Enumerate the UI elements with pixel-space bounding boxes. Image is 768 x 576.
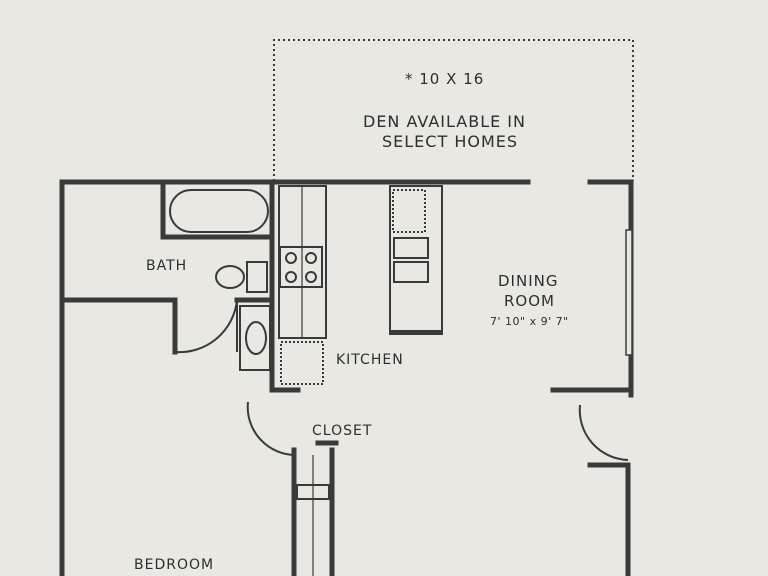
kitchen-label: KITCHEN [336,352,404,368]
dining-room-size: 7' 10" x 9' 7" [490,315,569,328]
range [279,246,323,288]
bedroom-label: BEDROOM [134,557,215,573]
toilet [215,261,268,293]
dining-room-label-line1: DINING [498,272,559,290]
sink [239,305,271,371]
closet-shelf [296,455,330,576]
bathtub [169,189,269,233]
closet-label: CLOSET [312,423,373,439]
bath-label: BATH [146,258,188,274]
doors [174,299,629,461]
den-outline [273,39,634,181]
dining-room-label-line2: ROOM [504,292,555,310]
den-note-line1: DEN AVAILABLE IN [363,112,526,131]
den-note-line2: SELECT HOMES [382,132,519,151]
window [625,229,633,356]
den-size-label: * 10 X 16 [405,70,485,88]
